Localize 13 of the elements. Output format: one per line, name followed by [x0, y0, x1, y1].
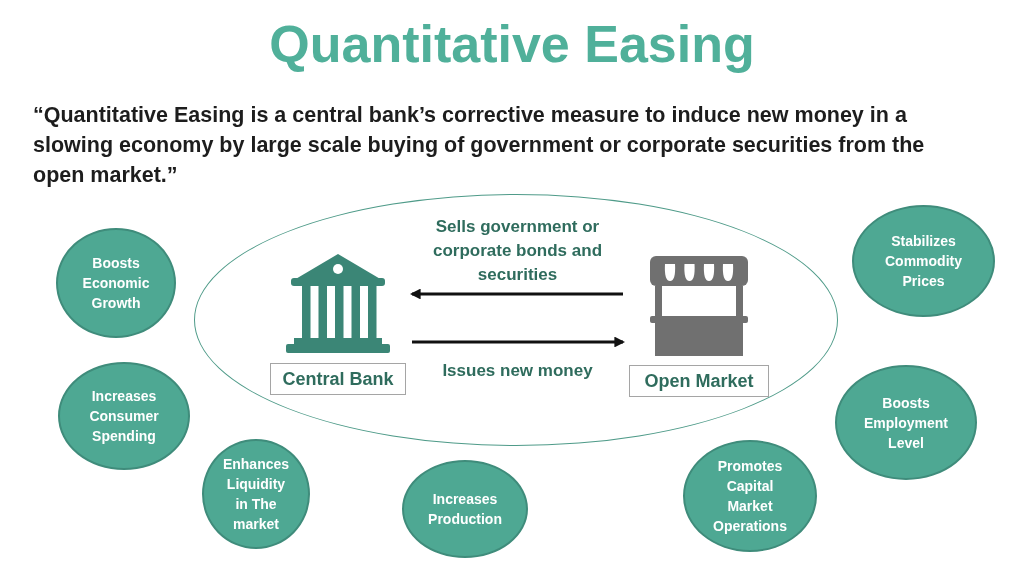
entity-label: Open Market	[629, 365, 769, 397]
benefit-label: Promotes Capital Market Operations	[712, 457, 788, 536]
definition-text: “Quantitative Easing is a central bank’s corrective measure to induce new money in a slowing economy by large scale buying of government or corporate securities from the open market.”	[33, 102, 926, 189]
arrow	[412, 336, 626, 348]
benefit-label: Increases Production	[427, 490, 503, 529]
benefit-label: Enhances Liquidity in The market	[221, 455, 291, 534]
title: Quantitative Easing	[268, 14, 756, 75]
arrow	[409, 288, 623, 300]
benefit-label: Boosts Economic Growth	[81, 254, 151, 313]
entity-label: Central Bank	[270, 363, 406, 395]
benefit-label: Stabilizes Commodity Prices	[884, 232, 963, 291]
benefit-label: Boosts Employment Level	[863, 393, 949, 453]
benefit-label: Increases Consumer Spending	[88, 387, 160, 446]
